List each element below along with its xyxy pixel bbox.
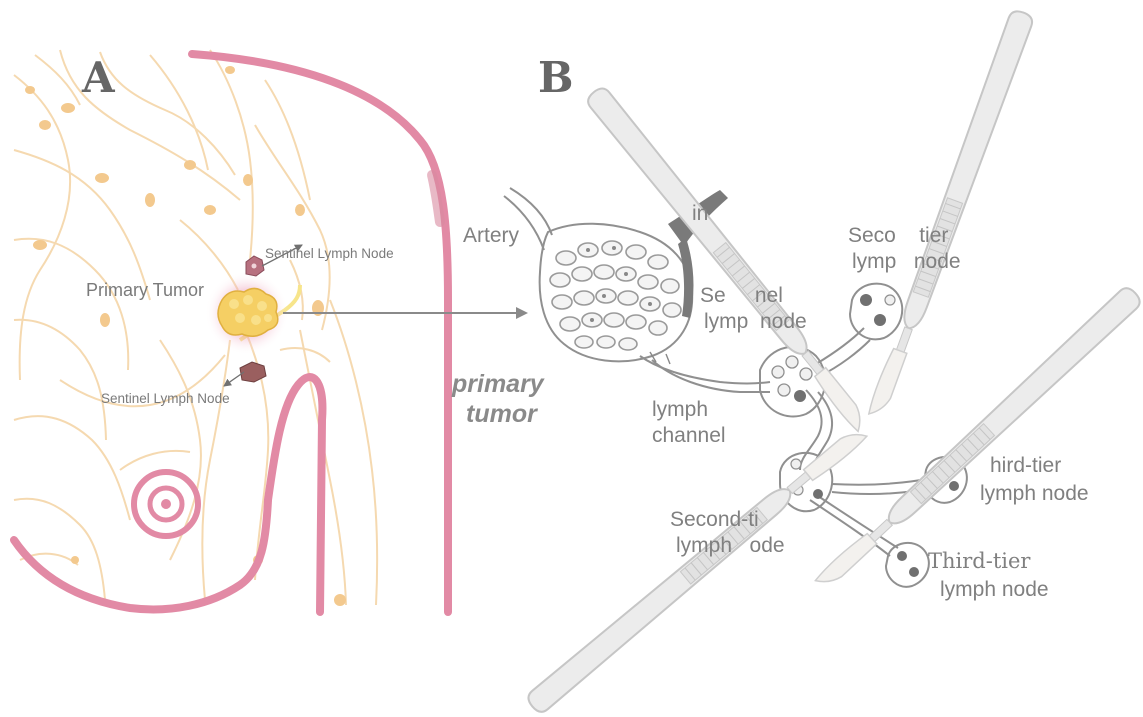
sentinel-node-label-line2: lymp node — [704, 310, 807, 333]
second-tier-top-label-line2: lymp node — [852, 250, 961, 273]
third-tier-right-label-line1: hird-tier — [990, 454, 1061, 477]
sentinel-lower-arrow — [224, 372, 244, 386]
panel-a: A Primary Tumor Sentinel Lymph Node Sent… — [14, 50, 526, 612]
primary-tumor-annotation-line2: tumor — [466, 400, 538, 428]
primary-tumor-icon — [218, 288, 278, 336]
sentinel-node-upper-icon — [246, 256, 264, 276]
second-tier-bottom-label-line1: Second-ti — [670, 508, 759, 531]
nipple-icon — [134, 472, 198, 536]
lymph-channel-label-line1: lymph — [652, 398, 708, 421]
lymph-node-icon — [886, 543, 929, 587]
primary-tumor-label: Primary Tumor — [86, 280, 204, 300]
lymph-channel-label-line2: channel — [652, 424, 726, 447]
scalpel-icon — [865, 8, 1035, 420]
third-tier-bottom-label-line1: Third-tier — [928, 549, 1031, 573]
tumor-cells — [550, 241, 681, 350]
lymph-node-icon — [850, 284, 902, 340]
sentinel-node-upper-label: Sentinel Lymph Node — [265, 246, 394, 261]
scalpel-icon — [525, 421, 870, 716]
panel-a-letter: A — [81, 53, 116, 102]
sentinel-node-lower-label: Sentinel Lymph Node — [101, 391, 230, 406]
artery-label: Artery — [463, 224, 520, 247]
second-tier-bottom-label-line2: lymph ode — [676, 534, 785, 557]
scalpel-icon — [584, 85, 873, 434]
primary-tumor-annotation-line1: primary — [451, 370, 545, 398]
second-tier-top-label-line1: Seco tier — [848, 224, 948, 247]
third-tier-right-label-line2: lymph node — [980, 482, 1089, 505]
panel-b: B — [463, 8, 1143, 715]
panel-b-letter: B — [538, 53, 574, 102]
vein-label-partial: in — [692, 202, 708, 225]
sentinel-node-label-line1: Se nel — [700, 284, 783, 307]
third-tier-bottom-label-line2: lymph node — [940, 578, 1049, 601]
